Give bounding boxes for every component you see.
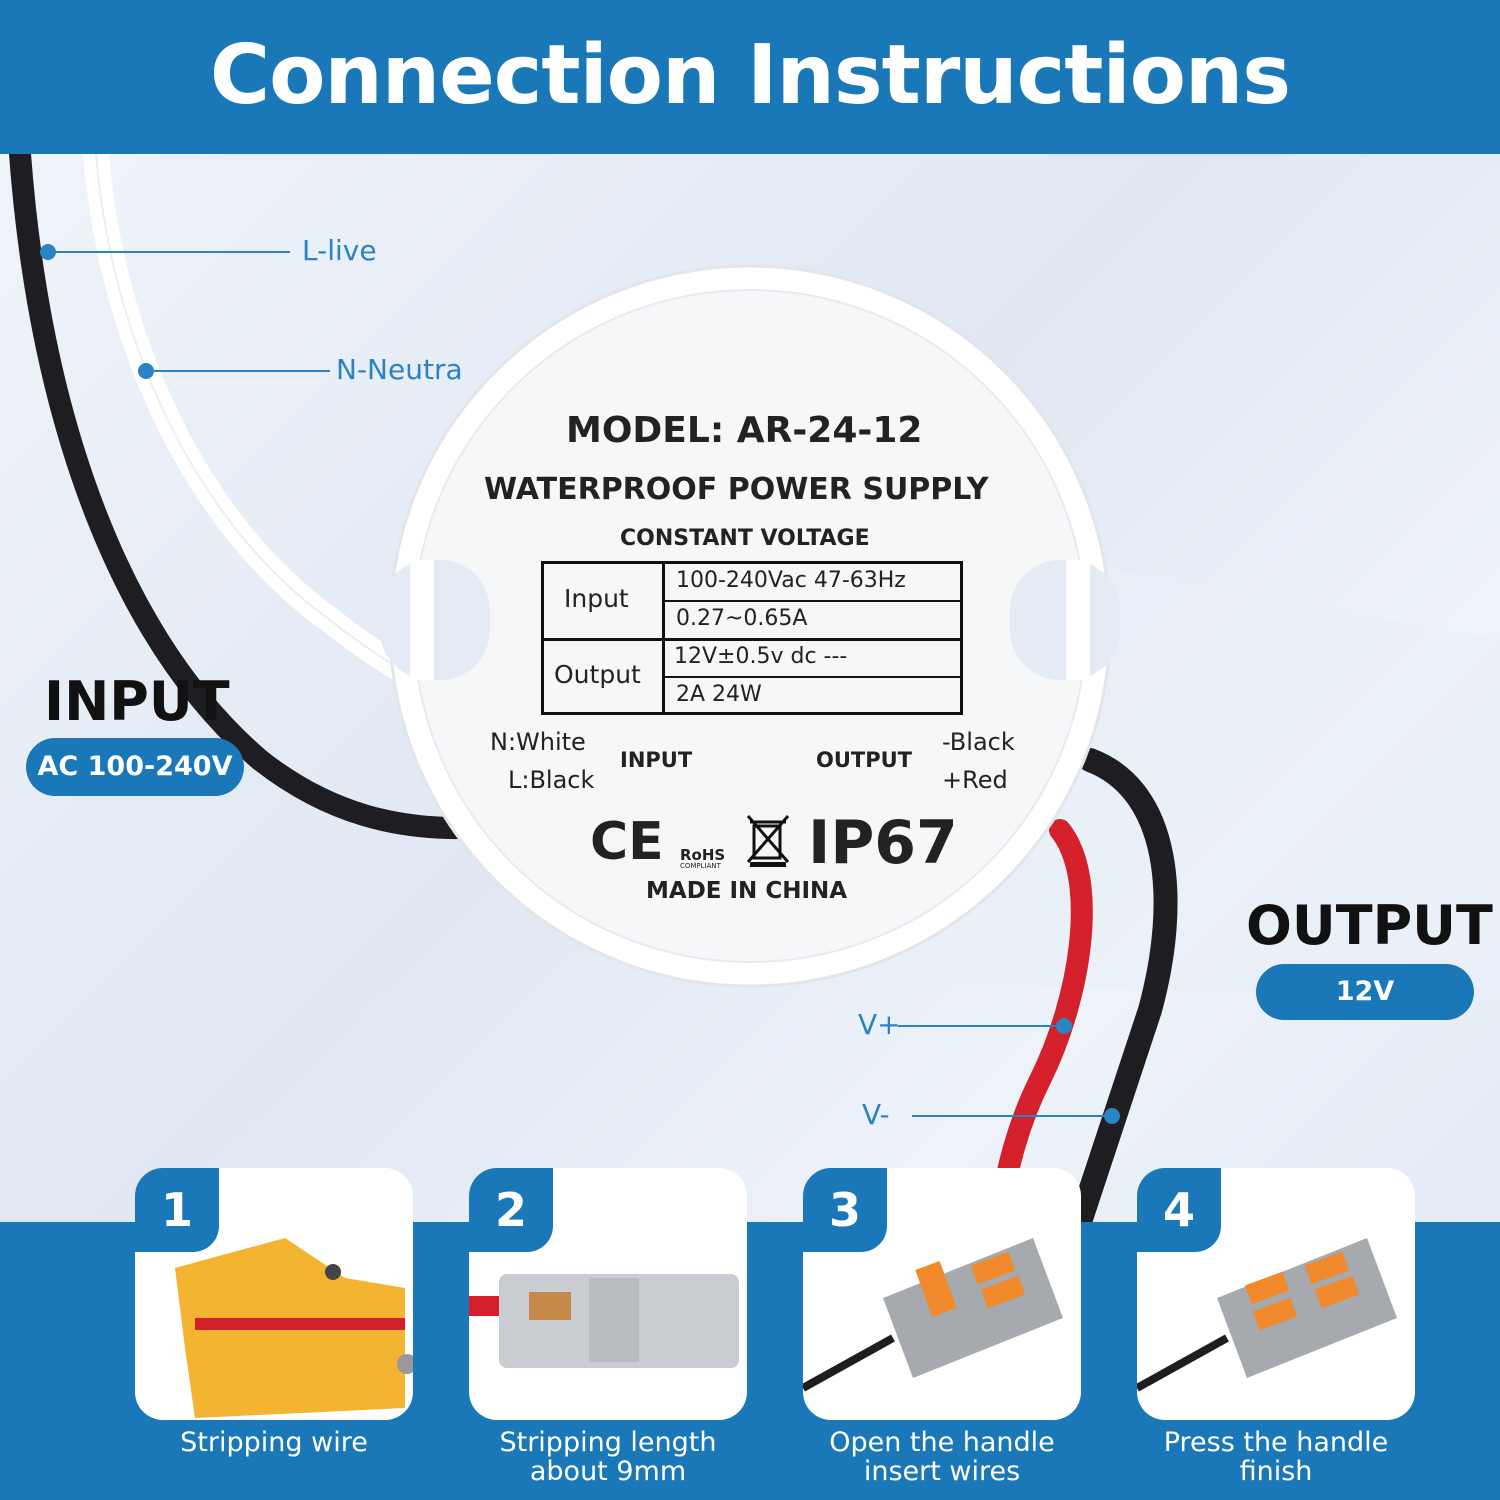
wire-stripper-icon bbox=[175, 1238, 413, 1418]
step-card-3: 3 bbox=[803, 1168, 1081, 1420]
rohs-compliant: COMPLIANT bbox=[680, 862, 721, 870]
product-type-label: WATERPROOF POWER SUPPLY bbox=[484, 472, 989, 507]
step-caption-3: Open the handle insert wires bbox=[777, 1428, 1107, 1486]
spec-input-current: 0.27~0.65A bbox=[676, 606, 808, 631]
voltage-mode-label: CONSTANT VOLTAGE bbox=[620, 526, 870, 551]
origin-label: MADE IN CHINA bbox=[646, 878, 848, 904]
input-voltage-badge: AC 100-240V bbox=[26, 738, 244, 796]
step-caption-2: Stripping length about 9mm bbox=[443, 1428, 773, 1486]
power-supply-body bbox=[380, 264, 1120, 988]
step-caption-line2: about 9mm bbox=[529, 1456, 687, 1487]
lever-connector-open-icon bbox=[803, 1238, 1063, 1404]
spec-output-voltage: 12V±0.5v dc --- bbox=[674, 644, 848, 669]
callout-l-live: L-live bbox=[302, 234, 377, 267]
ip-rating: IP67 bbox=[808, 808, 958, 878]
step-caption-line1: Open the handle bbox=[829, 1427, 1055, 1458]
wire-connector-icon bbox=[469, 1274, 739, 1368]
step-card-2: 2 bbox=[469, 1168, 747, 1420]
input-heading: INPUT bbox=[44, 670, 230, 733]
step-caption-line2: finish bbox=[1239, 1456, 1313, 1487]
step-caption-line1: Stripping wire bbox=[180, 1427, 368, 1458]
step-caption-line1: Press the handle bbox=[1163, 1427, 1389, 1458]
step-caption-1: Stripping wire bbox=[109, 1428, 439, 1457]
step-number: 3 bbox=[803, 1168, 887, 1252]
spec-input-header: Input bbox=[564, 584, 629, 613]
step-number: 2 bbox=[469, 1168, 553, 1252]
wiring-output-tag: OUTPUT bbox=[816, 748, 912, 772]
step-number: 1 bbox=[135, 1168, 219, 1252]
weee-bin-icon bbox=[746, 815, 790, 867]
step-caption-line1: Stripping length bbox=[499, 1427, 717, 1458]
spec-table: Input 100-240Vac 47-63Hz 0.27~0.65A Outp… bbox=[541, 561, 963, 715]
output-voltage-badge: 12V bbox=[1256, 964, 1474, 1020]
spec-output-header: Output bbox=[554, 660, 641, 689]
callout-n-neutral: N-Neutra bbox=[336, 353, 463, 386]
output-heading: OUTPUT bbox=[1246, 894, 1493, 957]
model-label: MODEL: AR-24-12 bbox=[566, 410, 923, 451]
wiring-input-tag: INPUT bbox=[620, 748, 693, 772]
callout-v-plus: V+ bbox=[858, 1008, 901, 1041]
wiring-input-black: L:Black bbox=[508, 766, 595, 794]
step-number: 4 bbox=[1137, 1168, 1221, 1252]
step-card-4: 4 bbox=[1137, 1168, 1415, 1420]
page-title: Connection Instructions bbox=[209, 28, 1291, 123]
spec-input-voltage: 100-240Vac 47-63Hz bbox=[676, 568, 906, 593]
lever-connector-closed-icon bbox=[1137, 1238, 1397, 1404]
output-wire-black bbox=[1068, 748, 1178, 1234]
step-caption-line2: insert wires bbox=[863, 1456, 1021, 1487]
spec-output-power: 2A 24W bbox=[676, 682, 762, 707]
wiring-output-red: +Red bbox=[942, 766, 1008, 794]
callout-v-minus: V- bbox=[862, 1098, 890, 1131]
wiring-output-black: -Black bbox=[942, 728, 1015, 756]
header-banner: Connection Instructions bbox=[0, 0, 1500, 154]
wiring-input-white: N:White bbox=[490, 728, 586, 756]
rohs-mark: RoHS bbox=[680, 846, 726, 864]
input-wire-black bbox=[9, 143, 481, 840]
step-card-1: 1 bbox=[135, 1168, 413, 1420]
ce-mark: CE bbox=[590, 812, 664, 872]
step-caption-4: Press the handle finish bbox=[1111, 1428, 1441, 1486]
